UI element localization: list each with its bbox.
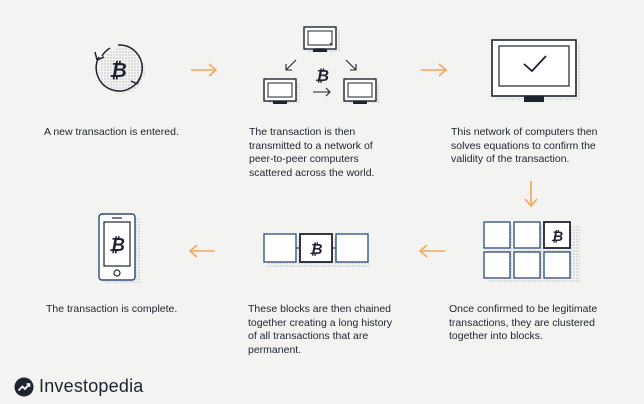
chain-blocks-icon: ₿ <box>262 232 372 268</box>
step-2-caption: The transaction is then transmitted to a… <box>249 126 375 179</box>
arrow-left-icon <box>188 244 216 263</box>
network-computers-icon: ₿ <box>260 26 385 114</box>
bitcoin-cycle-icon: ₿ <box>80 36 156 100</box>
brand-name: Investopedia <box>39 376 144 396</box>
bitcoin-symbol: ₿ <box>109 58 127 82</box>
step-4-caption: Once confirmed to be legitimate transact… <box>449 303 598 342</box>
step-5-caption: These blocks are then chained together c… <box>248 303 393 356</box>
arrow-down-icon <box>524 180 538 213</box>
bitcoin-symbol: ₿ <box>309 240 322 258</box>
step-3-caption: This network of computers then solves eq… <box>451 126 598 165</box>
monitor-checkmark-icon <box>488 38 588 112</box>
investopedia-logo: Investopedia <box>14 376 143 397</box>
arrow-left-icon <box>418 244 446 263</box>
step-1-caption: A new transaction is entered. <box>44 126 179 138</box>
investopedia-logo-icon <box>14 377 34 396</box>
bitcoin-symbol: ₿ <box>109 235 125 256</box>
arrow-right-icon <box>190 63 218 82</box>
phone-bitcoin-icon: ₿ <box>96 212 144 288</box>
block-grid-icon: ₿ <box>480 220 582 284</box>
bitcoin-symbol: ₿ <box>551 229 563 245</box>
step-6-caption: The transaction is complete. <box>46 303 178 315</box>
bitcoin-symbol: ₿ <box>315 66 329 85</box>
arrow-right-icon <box>420 63 448 82</box>
